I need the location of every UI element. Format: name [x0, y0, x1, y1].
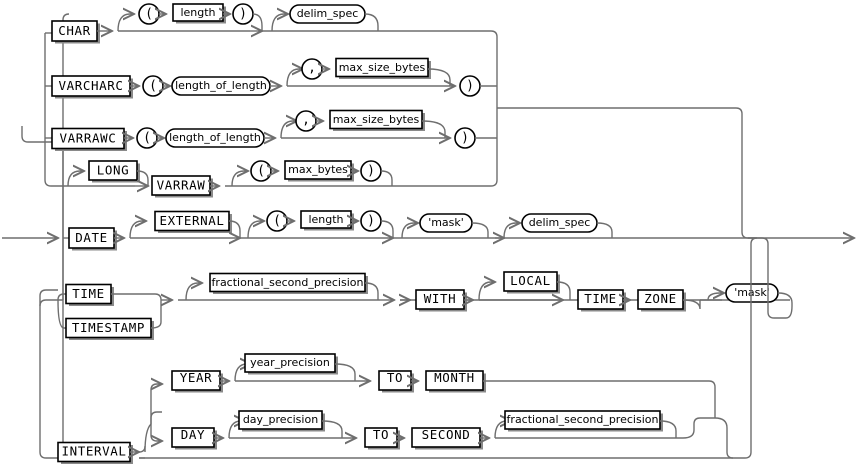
token-fsp2: fractional_second_precision [507, 413, 659, 426]
token-lparen4: ( [257, 164, 265, 179]
token-char[interactable]: CHAR [51, 20, 100, 44]
group-char-delimspec: delim_spec [289, 4, 366, 24]
token-interval[interactable]: INTERVAL [57, 441, 133, 465]
token-second[interactable]: SECOND [411, 427, 483, 450]
token-day-label: DAY [181, 427, 205, 442]
token-varcharc-label: VARCHARC [58, 78, 123, 93]
token-fsp1: fractional_second_precision [212, 276, 364, 289]
token-zone[interactable]: ZONE [637, 289, 686, 312]
token-with[interactable]: WITH [415, 289, 467, 312]
token-max-size-bytes1: max_size_bytes [339, 61, 426, 74]
token-with-label: WITH [424, 291, 457, 306]
token-varrawc[interactable]: VARRAWC [51, 127, 127, 152]
token-external-label: EXTERNAL [159, 213, 224, 228]
token-second-label: SECOND [422, 427, 471, 442]
token-year[interactable]: YEAR [171, 370, 223, 393]
token-mask2: 'mask' [734, 286, 770, 299]
token-max-size-bytes2: max_size_bytes [333, 113, 420, 126]
token-month[interactable]: MONTH [425, 370, 486, 393]
token-zone-label: ZONE [644, 291, 677, 306]
token-interval-label: INTERVAL [61, 444, 126, 459]
token-varcharc[interactable]: VARCHARC [51, 75, 133, 99]
token-char-label: CHAR [58, 23, 91, 38]
token-to1[interactable]: TO [378, 370, 414, 393]
token-timestamp-label: TIMESTAMP [72, 320, 145, 335]
token-lparen2: ( [149, 79, 157, 94]
token-lparen5: ( [273, 214, 281, 229]
token-date[interactable]: DATE [68, 227, 117, 251]
token-long[interactable]: LONG [88, 160, 140, 183]
token-to2[interactable]: TO [364, 427, 400, 450]
token-local-label: LOCAL [510, 273, 551, 288]
group-char-length: ( length ) [138, 3, 254, 25]
token-varraw-label: VARRAW [157, 178, 206, 193]
token-comma2: , [302, 113, 310, 128]
token-delim-spec1: delim_spec [297, 7, 359, 20]
token-length-of-length1: length_of_length [175, 79, 267, 92]
token-length1: length [180, 6, 215, 19]
token-timestamp[interactable]: TIMESTAMP [65, 317, 154, 341]
token-day[interactable]: DAY [171, 427, 217, 450]
token-time-label: TIME [72, 286, 105, 301]
token-day-precision: day_precision [243, 413, 318, 426]
token-to2-label: TO [373, 427, 389, 442]
row-time-timestamp: TIME TIMESTAMP fractional_second_precisi… [57, 237, 793, 341]
token-comma1: , [308, 61, 316, 76]
token-long-label: LONG [97, 163, 130, 178]
token-lparen1: ( [145, 7, 153, 22]
token-local[interactable]: LOCAL [503, 271, 560, 294]
token-mask1: 'mask' [428, 216, 464, 229]
token-varrawc-label: VARRAWC [60, 131, 117, 146]
row-varcharc: VARCHARC ( length_of_length , max_size_b… [45, 57, 497, 99]
token-time2-label: TIME [584, 291, 617, 306]
row-interval: INTERVAL YEAR year_precision TO MO [57, 237, 758, 465]
token-time2[interactable]: TIME [577, 289, 626, 312]
row-char: CHAR ( length ) delim_spec [44, 3, 395, 180]
token-lparen3: ( [143, 131, 151, 146]
token-rparen3: ) [461, 131, 469, 146]
token-time[interactable]: TIME [65, 283, 114, 307]
token-rparen1: ) [239, 7, 247, 22]
token-to1-label: TO [387, 370, 403, 385]
token-delim-spec2: delim_spec [529, 216, 591, 229]
token-rparen5: ) [367, 214, 375, 229]
row-varrawc: VARRAWC ( length_of_length , max_size_by… [45, 109, 497, 152]
token-length2: length [308, 213, 343, 226]
token-rparen4: ) [367, 164, 375, 179]
lower-spine [39, 238, 64, 459]
token-varraw[interactable]: VARRAW [151, 175, 213, 198]
row-long-varraw: LONG VARRAW ( max_bytes ) [44, 160, 393, 198]
token-max-bytes: max_bytes [288, 163, 348, 176]
token-month-label: MONTH [434, 370, 475, 385]
token-length-of-length2: length_of_length [169, 131, 261, 144]
token-year-label: YEAR [180, 370, 213, 385]
row-date: DATE EXTERNAL ( length ) 'mask' [63, 210, 748, 251]
token-year-precision: year_precision [250, 356, 330, 369]
token-external[interactable]: EXTERNAL [154, 210, 232, 234]
token-date-label: DATE [75, 230, 108, 245]
token-rparen2: ) [466, 79, 474, 94]
